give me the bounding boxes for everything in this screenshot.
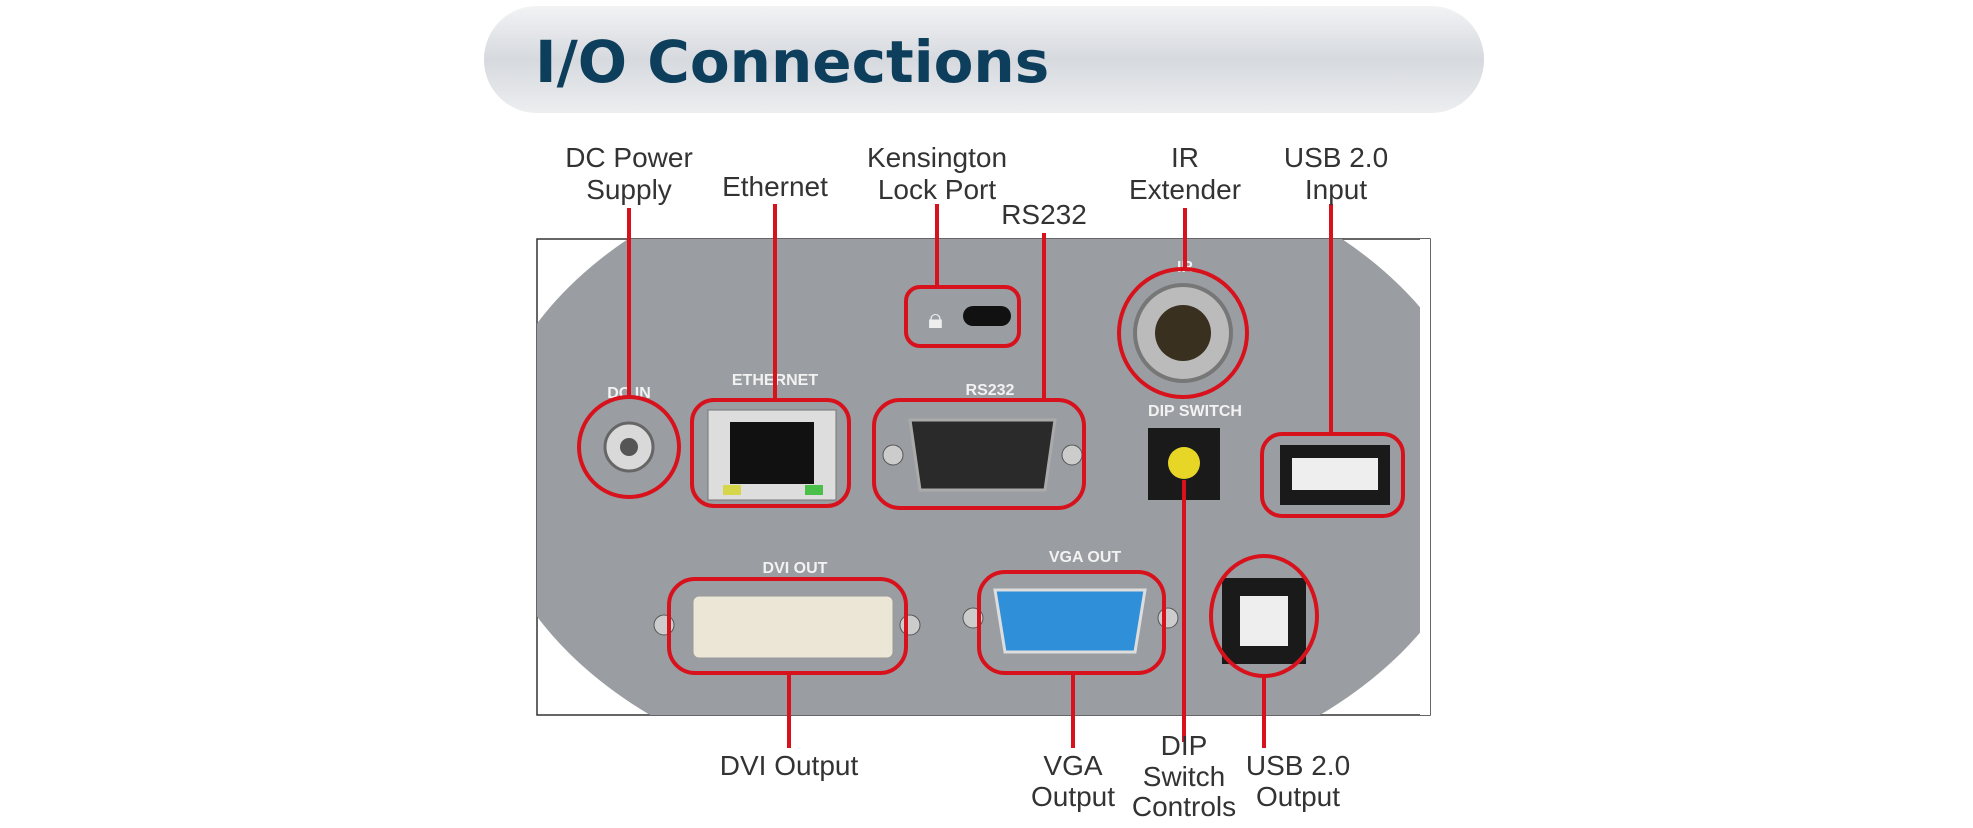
panel-label-dvi-out: DVI OUT: [763, 560, 828, 577]
usb-a-port: [1280, 445, 1390, 505]
dvi-port: [653, 595, 921, 659]
label-dvi: DVI Output: [720, 750, 859, 781]
callout-dc-power: [577, 208, 681, 499]
rs232-port: [882, 418, 1083, 492]
callout-ir: [1117, 208, 1249, 399]
callout-ethernet: [690, 204, 851, 508]
dc-power-jack: [603, 421, 655, 473]
panel-label-rs232: RS232: [966, 382, 1015, 399]
usb-b-port: [1222, 578, 1306, 664]
lock-icon: 🔒︎: [928, 302, 943, 335]
callout-usb-input: [1260, 204, 1405, 518]
callout-usb-output: [1209, 554, 1319, 748]
callout-kensington: [904, 204, 1021, 348]
callout-dvi: [667, 577, 908, 748]
callout-rs232: [872, 233, 1086, 510]
panel-label-dip-switch: DIP SWITCH: [1148, 403, 1242, 420]
panel-label-vga-out: VGA OUT: [1049, 549, 1122, 566]
ir-connector: [1133, 283, 1233, 383]
label-ethernet: Ethernet: [722, 171, 828, 202]
callout-vga: [977, 570, 1166, 748]
ethernet-port: [707, 409, 837, 501]
label-rs232: RS232: [1001, 199, 1087, 230]
title-banner: [484, 6, 1484, 113]
page-title: I/O Connections: [535, 28, 1049, 96]
kensington-lock-slot: 🔒︎: [928, 302, 1011, 335]
